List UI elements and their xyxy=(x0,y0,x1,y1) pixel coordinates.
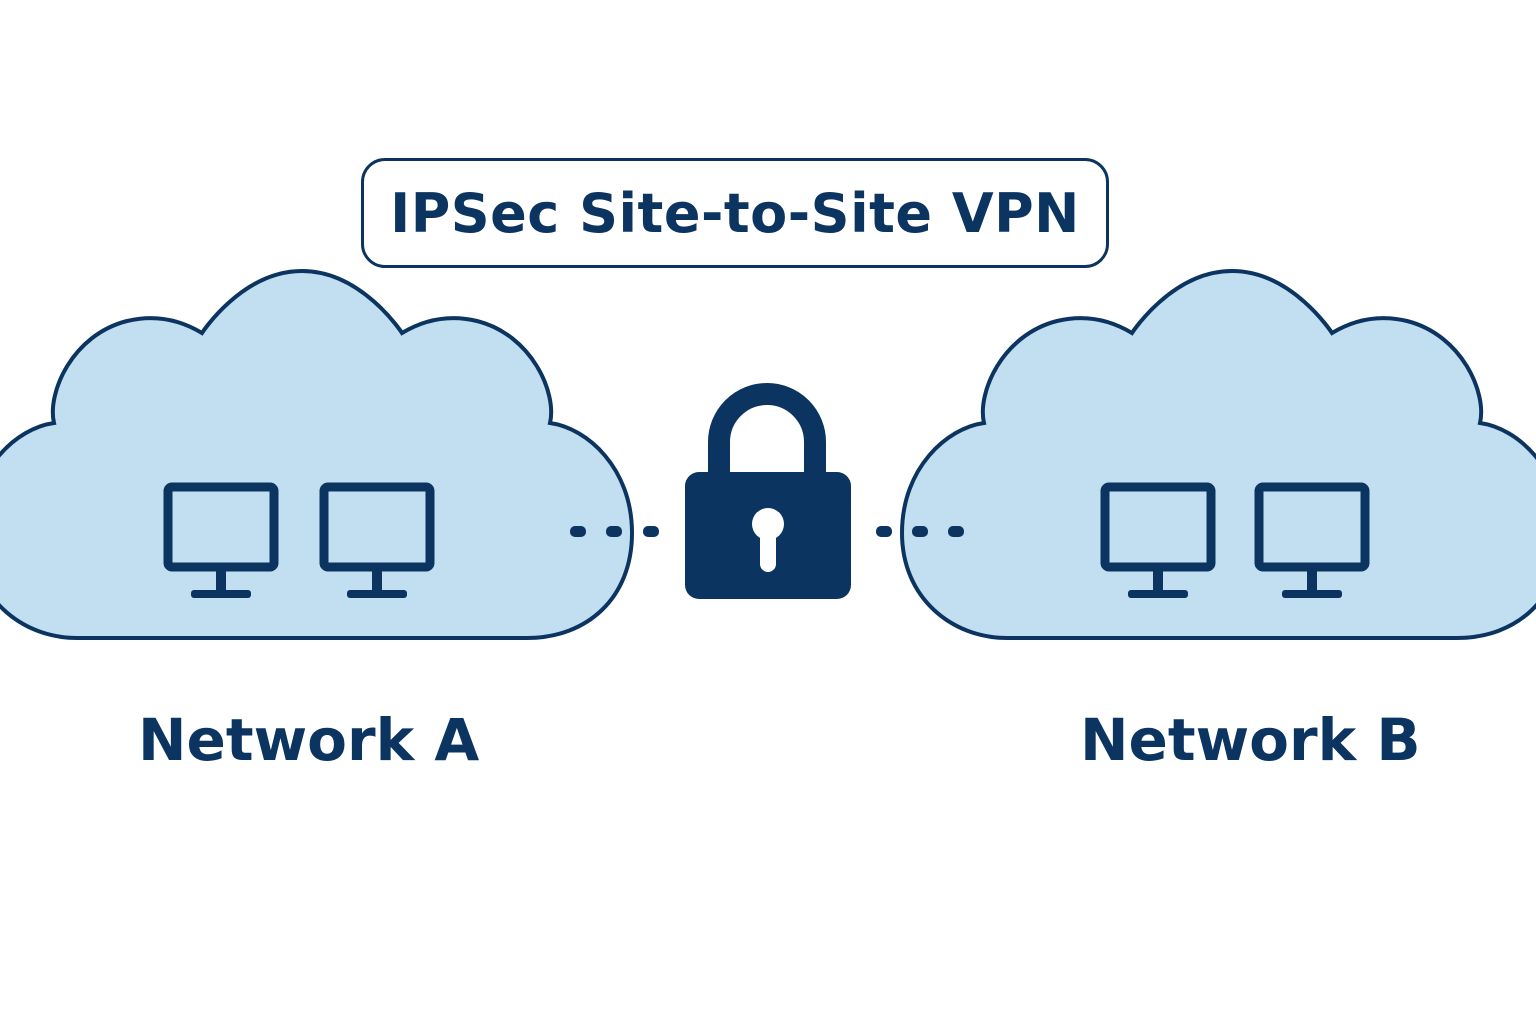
padlock-icon xyxy=(685,383,851,599)
title-box: IPSec Site-to-Site VPN xyxy=(361,158,1109,268)
tunnel-link-left xyxy=(570,526,659,537)
network-a-label: Network A xyxy=(138,706,480,774)
cloud-icon-network-b xyxy=(900,269,1536,640)
tunnel-link-right xyxy=(876,526,964,537)
cloud-icon-network-a xyxy=(0,269,634,640)
network-b-label: Network B xyxy=(1080,706,1421,774)
diagram-title: IPSec Site-to-Site VPN xyxy=(390,181,1080,245)
